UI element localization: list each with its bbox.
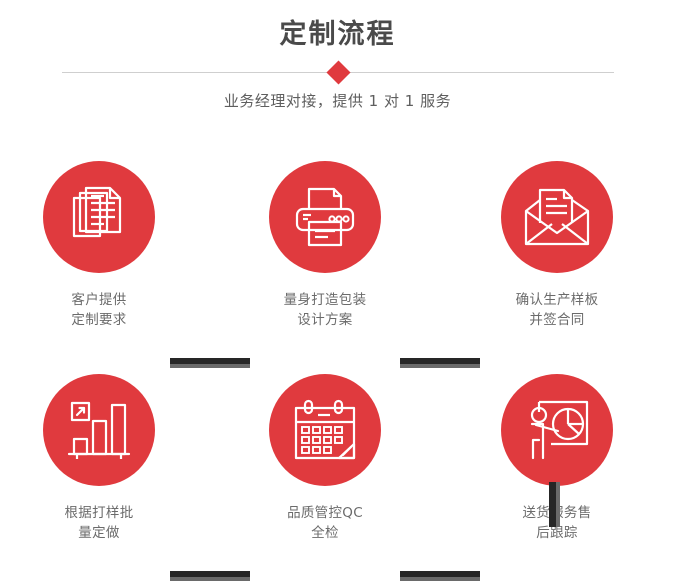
process-step-1[interactable]: 客户提供 定制要求 (9, 161, 189, 330)
step-2-label: 量身打造包装 设计方案 (283, 292, 367, 328)
process-step-5[interactable]: 品质管控QC 全检 (235, 374, 415, 543)
step-3-icon-circle (501, 161, 613, 273)
connector-bar (549, 482, 556, 527)
step-5-label: 品质管控QC 全检 (287, 505, 363, 541)
connector-shadow (170, 364, 250, 368)
connector-5-to-6 (400, 571, 480, 581)
step-6-icon-circle (501, 374, 613, 486)
connector-3-to-6 (549, 482, 560, 527)
connector-bar (170, 358, 250, 364)
step-3-label: 确认生产样板 并签合同 (515, 292, 599, 328)
process-step-4[interactable]: 根据打样批 量定做 (9, 374, 189, 543)
step-2-icon-circle (269, 161, 381, 273)
process-step-2[interactable]: 量身打造包装 设计方案 (235, 161, 415, 330)
connector-shadow (556, 482, 560, 527)
step-4-label: 根据打样批 量定做 (64, 505, 134, 541)
documents-stack-icon (72, 186, 122, 238)
process-steps-container: 客户提供 定制要求 (0, 150, 675, 581)
page-title: 定制流程 (279, 19, 396, 50)
step-1-label: 客户提供 定制要求 (71, 292, 127, 328)
connector-shadow (400, 577, 480, 581)
connector-shadow (170, 577, 250, 581)
connector-bar (400, 358, 480, 364)
step-5-icon-circle (269, 374, 381, 486)
connector-1-to-2 (170, 358, 250, 368)
page-subtitle: 业务经理对接，提供 1 对 1 服务 (223, 92, 452, 110)
step-1-icon-circle (43, 161, 155, 273)
bar-chart-growth-icon (67, 401, 131, 459)
step-4-icon-circle (43, 374, 155, 486)
connector-4-to-5 (170, 571, 250, 581)
calendar-check-icon (294, 399, 356, 460)
printer-icon (295, 187, 355, 247)
process-step-3[interactable]: 确认生产样板 并签合同 (467, 161, 647, 330)
envelope-document-icon (524, 188, 590, 246)
connector-2-to-3 (400, 358, 480, 368)
connector-shadow (400, 364, 480, 368)
presenter-pie-chart-icon (530, 400, 589, 460)
title-divider (62, 59, 614, 85)
diamond-bullet-icon (325, 59, 351, 85)
